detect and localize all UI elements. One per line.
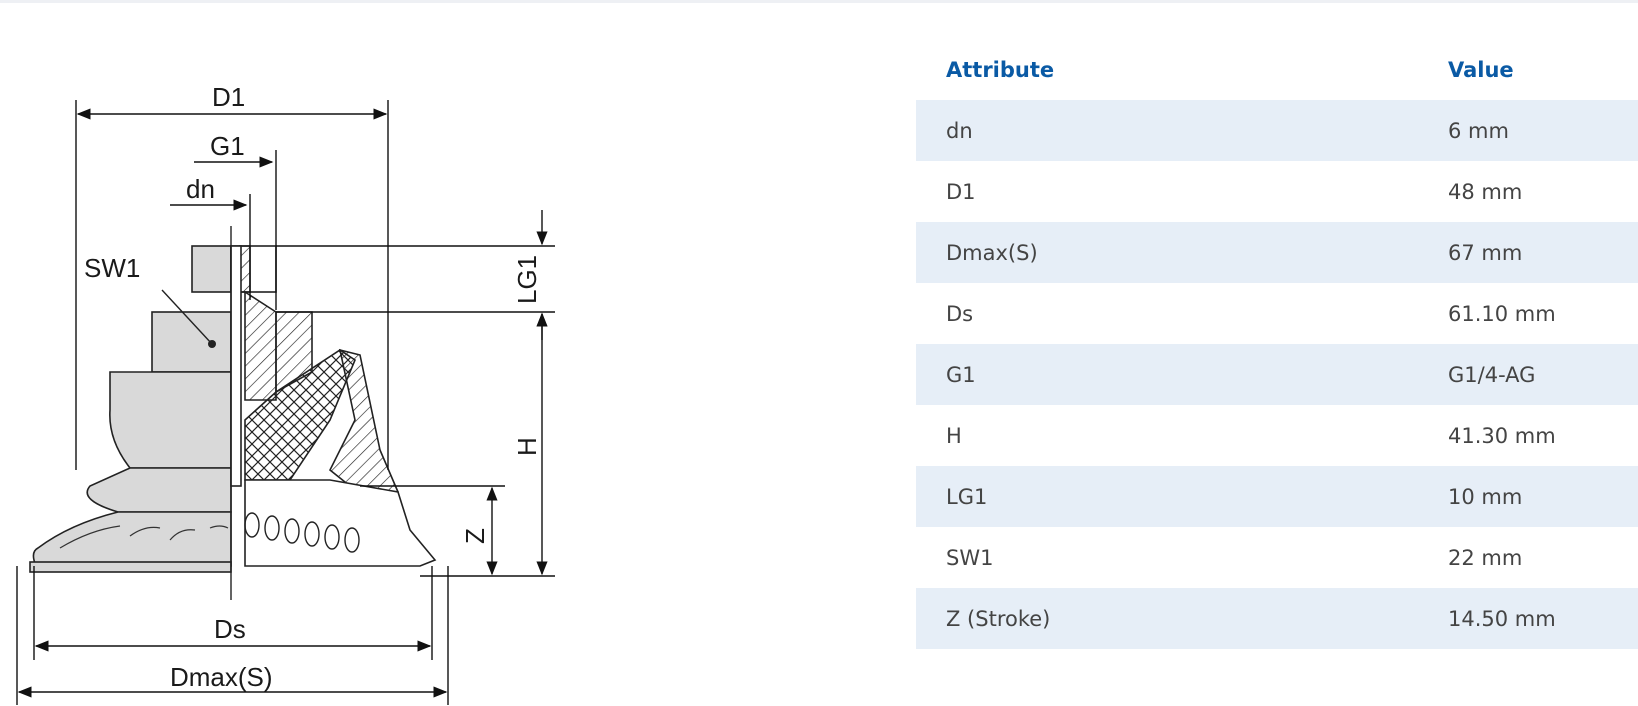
row-attribute: dn (916, 100, 1448, 161)
row-value: 10 mm (1448, 466, 1638, 527)
row-attribute: Z (Stroke) (916, 588, 1448, 649)
header-value: Value (1448, 58, 1514, 82)
label-lg1: LG1 (512, 255, 542, 304)
label-g1: G1 (210, 131, 245, 161)
cup-section (230, 245, 437, 567)
row-attribute: SW1 (946, 545, 994, 570)
row-value: G1/4-AG (1448, 344, 1638, 405)
table-row: H 41.30 mm (916, 405, 1638, 466)
row-attribute: G1 (916, 344, 1448, 405)
table-row: G1 G1/4-AG (916, 344, 1638, 405)
row-value: 22 mm (1448, 545, 1523, 570)
suction-cup-technical-drawing: D1 G1 dn SW1 LG1 H Z Ds Dmax(S) (0, 60, 580, 706)
row-attribute: Ds (946, 301, 974, 326)
table-row: dn 6 mm (916, 100, 1638, 161)
row-attribute: H (946, 423, 962, 448)
row-value: 41.30 mm (1448, 423, 1556, 448)
label-sw1: SW1 (84, 253, 140, 283)
table-row: SW1 22 mm (916, 527, 1638, 588)
label-dmax: Dmax(S) (170, 662, 273, 692)
row-value: 48 mm (1448, 179, 1523, 204)
row-attribute: D1 (946, 179, 976, 204)
label-h: H (512, 437, 542, 456)
cup-exterior (29, 245, 232, 573)
row-value: 14.50 mm (1448, 588, 1638, 649)
table-row: Ds 61.10 mm (916, 283, 1638, 344)
row-attribute: LG1 (916, 466, 1448, 527)
row-value: 67 mm (1448, 222, 1638, 283)
table-row: LG1 10 mm (916, 466, 1638, 527)
row-value: 61.10 mm (1448, 301, 1556, 326)
table-row: Z (Stroke) 14.50 mm (916, 588, 1638, 649)
label-z: Z (460, 528, 490, 544)
cup-exterior-details (59, 525, 229, 549)
row-value: 6 mm (1448, 100, 1638, 161)
label-ds: Ds (214, 614, 246, 644)
row-attribute: Dmax(S) (916, 222, 1448, 283)
table-row: Dmax(S) 67 mm (916, 222, 1638, 283)
label-d1: D1 (212, 82, 245, 112)
cup-section-ribs (244, 512, 360, 553)
label-dn: dn (186, 174, 215, 204)
table-header-row: Attribute Value (916, 40, 1638, 100)
top-divider (0, 0, 1638, 3)
header-attribute: Attribute (946, 58, 1055, 82)
table-row: D1 48 mm (916, 161, 1638, 222)
specification-table: Attribute Value dn 6 mm D1 48 mm Dmax(S)… (916, 40, 1638, 649)
